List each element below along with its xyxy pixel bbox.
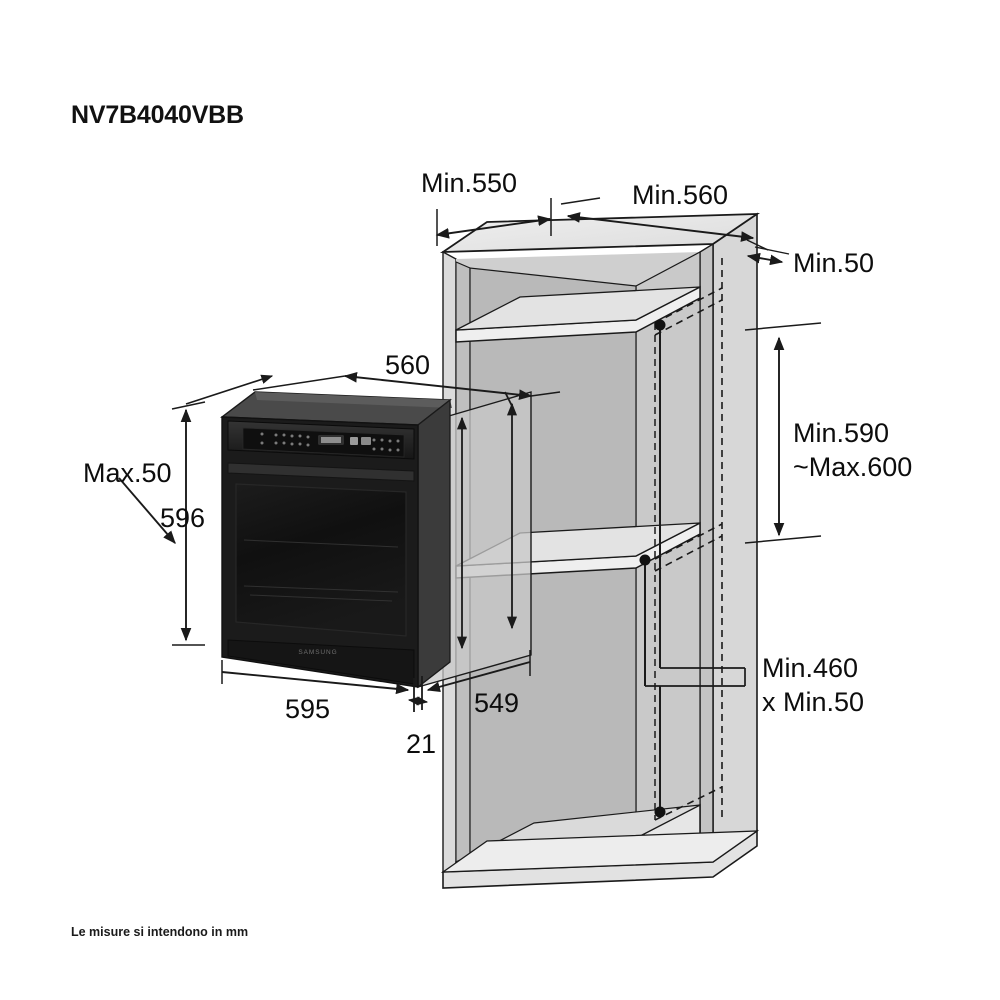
- dimension-label-549: 549: [474, 688, 520, 718]
- oven-door-handle[interactable]: [227, 462, 415, 482]
- units-note: Le misure si intendono in mm: [71, 925, 249, 939]
- brand-mark: SAMSUNG: [298, 649, 337, 656]
- vent-marker-middle: [639, 554, 651, 686]
- oven-display: [318, 435, 371, 445]
- dimension-label-596: 596: [160, 503, 206, 533]
- vent-marker-lower: [654, 686, 666, 818]
- dimension-label-560: 560: [385, 350, 431, 380]
- dimension-lines: [118, 197, 822, 712]
- vent-marker-upper: [654, 319, 666, 668]
- oven-appliance: SAMSUNG: [220, 391, 532, 689]
- dimension-label-min-50-top: Min.50: [793, 248, 875, 278]
- dimension-label-min-560: Min.560: [632, 180, 729, 210]
- dimension-label-min-590: Min.590: [793, 418, 890, 448]
- control-touch-keys[interactable]: [260, 432, 310, 447]
- dimension-label-x-min-50: x Min.50: [762, 687, 865, 717]
- page-title: NV7B4040VBB: [71, 101, 244, 129]
- oven-door-glass: [235, 483, 407, 637]
- dimension-label-min-460: Min.460: [762, 653, 859, 683]
- dimension-label-min-550: Min.550: [421, 168, 518, 198]
- dimension-label-21: 21: [406, 729, 437, 759]
- dimension-label-max-600: ~Max.600: [793, 452, 913, 482]
- dimension-label-595: 595: [285, 694, 331, 724]
- dimension-label-max-50: Max.50: [83, 458, 172, 488]
